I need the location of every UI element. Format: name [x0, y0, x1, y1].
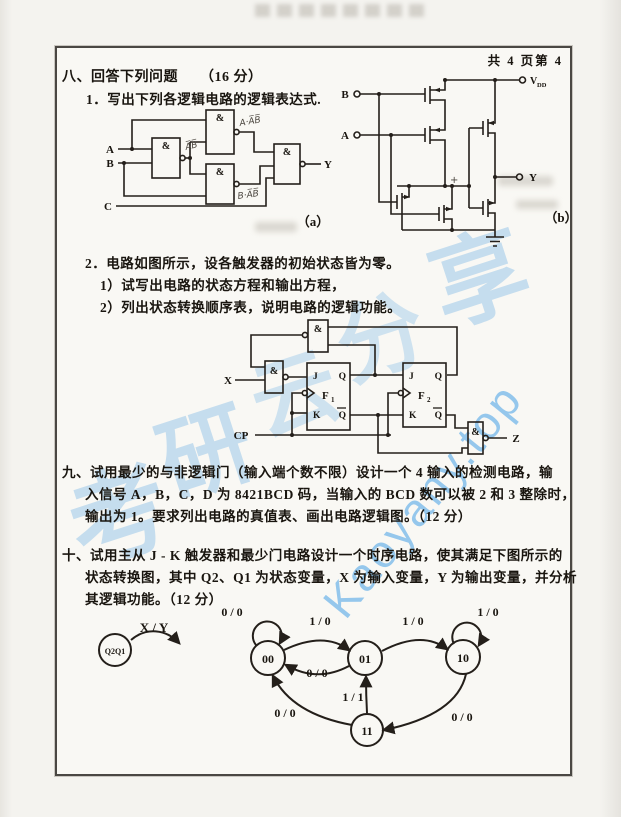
- edge-label: 0 / 0: [221, 605, 242, 619]
- scan-smudge: [516, 200, 558, 209]
- q8-item1: 1．写出下列各逻辑电路的逻辑表达式.: [86, 92, 322, 107]
- exam-frame: [55, 46, 572, 776]
- nand-symbol: &: [314, 324, 322, 335]
- f1-q-label: Q: [339, 372, 346, 382]
- nand-symbol: &: [283, 147, 291, 158]
- f1-sub: 1: [331, 396, 335, 404]
- page-indicator: 共 4 页第 4: [487, 54, 563, 68]
- input-a-label: A: [341, 130, 349, 142]
- legend-edge-label: X / Y: [140, 620, 169, 635]
- f2-q-label: Q: [435, 372, 442, 382]
- f2-k-label: K: [409, 411, 417, 421]
- nand-symbol: &: [270, 366, 278, 377]
- vdd-sub-label: DD: [537, 82, 547, 89]
- nand-symbol: &: [216, 113, 224, 124]
- pencil-annotation: +: [450, 175, 458, 186]
- f1-j-label: J: [313, 372, 318, 382]
- q10-line-1: 十、试用主从 J - K 触发器和最少门电路设计一个时序电路，使其满足下图所示的: [62, 548, 563, 563]
- edge-label: 1 / 0: [402, 614, 423, 628]
- ff-circuit-figure: & & & X CP Z J K Q Q F 1 J K Q Q F 2: [224, 319, 520, 455]
- nand-symbol: &: [216, 167, 224, 178]
- state-diagram-figure: Q2Q1 X / Y 00 01 10 11 0 / 0 1 / 0 0 / 0…: [98, 605, 499, 747]
- input-a-label: A: [106, 144, 114, 156]
- pencil-annotation: A̅B̅: [183, 138, 200, 153]
- nand-symbol: &: [471, 427, 479, 438]
- q10-line-3: 其逻辑功能。（12 分）: [85, 592, 223, 607]
- edge-label: 1 / 1: [342, 690, 363, 704]
- f2-j-label: J: [409, 372, 414, 382]
- nand-symbol: &: [162, 141, 170, 152]
- input-b-label: B: [106, 158, 114, 170]
- scan-smudge: [255, 222, 297, 232]
- f2-qbar-label: Q: [435, 411, 442, 421]
- output-y-label: Y: [529, 172, 537, 184]
- circuit-a-figure: A B C Y & & & & A̅B̅ A·A̅B̅ B·A̅B̅ （a）: [104, 109, 332, 229]
- edge-label: 1 / 0: [477, 605, 498, 619]
- pencil-annotation: A·A̅B̅: [238, 114, 263, 130]
- input-b-label: B: [341, 89, 349, 101]
- output-y-label: Y: [324, 159, 332, 171]
- scan-smudge: [498, 176, 553, 186]
- f2-sub: 2: [427, 396, 431, 404]
- q9-line-3: 输出为 1。要求列出电路的真值表、画出电路逻辑图。（12 分）: [85, 509, 472, 524]
- f1-k-label: K: [313, 411, 321, 421]
- f2-name: F: [418, 390, 425, 402]
- q8-title: 八、回答下列问题 （16 分）: [62, 70, 263, 85]
- circuit-a-caption: （a）: [297, 214, 330, 229]
- q9-line-1: 九、试用最少的与非逻辑门（输入端个数不限）设计一个 4 输入的检测电路，输: [62, 465, 553, 480]
- edge-label: 0 / 0: [274, 706, 295, 720]
- q8-item2-sub1: 1）试写出电路的状态方程和输出方程，: [100, 278, 346, 293]
- x-input-label: X: [224, 375, 232, 387]
- edge-label: 1 / 0: [309, 614, 330, 628]
- cp-label: CP: [234, 430, 249, 442]
- input-c-label: C: [104, 201, 112, 213]
- pencil-annotation: B·A̅B̅: [237, 187, 261, 202]
- state-10: 10: [457, 651, 469, 665]
- state-11: 11: [361, 724, 372, 738]
- vdd-label: V: [530, 76, 538, 87]
- bleed-through-smudge: [255, 4, 431, 22]
- f1-name: F: [322, 390, 329, 402]
- legend-state-label: Q2Q1: [105, 647, 125, 656]
- state-00: 00: [262, 652, 274, 666]
- f1-qbar-label: Q: [339, 411, 346, 421]
- q9-line-2: 入信号 A，B，C，D 为 8421BCD 码，当输入的 BCD 数可以被 2 …: [85, 487, 576, 502]
- q10-line-2: 状态转换图，其中 Q2、Q1 为状态变量，X 为输入变量，Y 为输出变量，并分析: [85, 570, 577, 585]
- q8-item2: 2．电路如图所示，设各触发器的初始状态皆为零。: [85, 256, 401, 271]
- q8-item2-sub2: 2）列出状态转换顺序表，说明电路的逻辑功能。: [100, 300, 402, 315]
- edge-label: 0 / 0: [306, 666, 327, 680]
- state-01: 01: [359, 652, 371, 666]
- edge-label: 0 / 0: [451, 710, 472, 724]
- circuit-b-caption: （b）: [544, 210, 577, 225]
- circuit-b-figure: B A V DD Y + （b）: [341, 76, 578, 247]
- z-output-label: Z: [512, 433, 519, 445]
